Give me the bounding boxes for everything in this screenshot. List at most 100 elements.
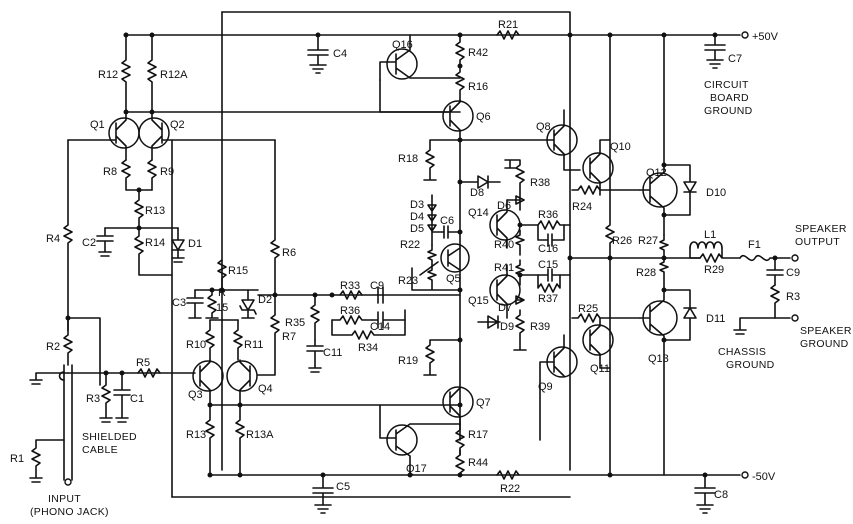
diode-D9: D9 <box>477 315 514 333</box>
svg-text:R39: R39 <box>530 321 550 333</box>
svg-text:R35: R35 <box>285 317 305 329</box>
svg-text:C9: C9 <box>786 267 800 279</box>
diode-D8: D8 <box>459 175 501 199</box>
svg-text:R40: R40 <box>494 239 514 251</box>
svg-text:R3: R3 <box>786 291 800 303</box>
capacitor-C6: C6 <box>431 215 461 239</box>
capacitor-C1: C1 <box>113 372 144 423</box>
svg-text:INPUT: INPUT <box>48 493 81 505</box>
svg-text:D2: D2 <box>258 294 272 306</box>
diode-D7: D7 <box>498 295 525 314</box>
svg-text:C14: C14 <box>370 321 390 333</box>
svg-text:Q2: Q2 <box>170 119 185 131</box>
svg-text:Q16: Q16 <box>392 39 413 51</box>
svg-text:SHIELDED: SHIELDED <box>82 431 137 443</box>
svg-text:C2: C2 <box>82 237 96 249</box>
resistor-R38: R37 <box>537 274 561 305</box>
svg-text:R28: R28 <box>636 267 656 279</box>
svg-text:R22: R22 <box>500 483 520 495</box>
resistor-R17: R15 <box>217 259 248 291</box>
svg-text:15: 15 <box>216 302 228 314</box>
svg-text:R18: R18 <box>398 153 418 165</box>
svg-text:R: R <box>218 287 226 299</box>
svg-text:GROUND: GROUND <box>726 359 775 371</box>
capacitor-C15: C16 <box>537 224 565 255</box>
svg-text:R3: R3 <box>86 393 100 405</box>
input-phono-jack: INPUT (PHONO JACK) <box>30 478 109 518</box>
svg-text:D8: D8 <box>470 187 484 199</box>
svg-text:R8: R8 <box>103 166 117 178</box>
svg-text:R12A: R12A <box>160 69 188 81</box>
resistor-R40: R39 <box>513 309 550 351</box>
svg-text:CHASSIS: CHASSIS <box>718 346 766 358</box>
diode-D1: D1 <box>171 227 202 263</box>
svg-text:R36: R36 <box>538 209 558 221</box>
transistor-Q5: Q5 <box>440 243 470 285</box>
resistor-R36: R36 <box>331 305 373 325</box>
svg-text:F1: F1 <box>748 239 761 251</box>
svg-text:C15: C15 <box>538 259 558 271</box>
svg-text:R42: R42 <box>468 47 488 59</box>
resistor-R22: R21 <box>496 19 520 40</box>
resistor-R23: R22 <box>496 470 520 495</box>
transistor-Q16: Q16 <box>379 34 461 81</box>
capacitor-C16: C15 <box>519 259 571 282</box>
resistor-R27: R25 <box>571 303 641 323</box>
resistor-R21: R19 <box>398 339 461 376</box>
svg-text:OUTPUT: OUTPUT <box>795 236 840 248</box>
svg-text:R1: R1 <box>10 453 24 465</box>
svg-text:C4: C4 <box>333 48 347 60</box>
resistor-R1: R1 <box>10 439 65 483</box>
resistor-R14: R13 <box>134 189 165 229</box>
svg-text:Q6: Q6 <box>476 111 491 123</box>
diodes-D3-D5: D3 D4 D5 <box>410 194 437 246</box>
transistor-Q1: Q1 <box>90 111 140 161</box>
resistor-R44: R44 <box>455 449 488 476</box>
svg-text:R29: R29 <box>704 264 724 276</box>
svg-text:R16: R16 <box>468 81 488 93</box>
svg-text:C5: C5 <box>336 481 350 493</box>
resistor-R13: R13 <box>186 404 215 476</box>
capacitor-C8: C8 <box>694 474 728 514</box>
fuse-F1: F1 <box>739 239 791 262</box>
resistor-R5: R5 <box>136 357 161 378</box>
resistor-R24: R22 <box>400 239 437 266</box>
capacitor-C14: C14 <box>370 311 406 333</box>
resistor-R3: R3 <box>86 372 113 423</box>
svg-text:C16: C16 <box>538 243 558 255</box>
transistor-Q8: Q8 <box>459 109 581 171</box>
transistor-Q11: Q11 <box>582 317 614 375</box>
svg-text:Q9: Q9 <box>538 381 553 393</box>
diode-D11: D11 <box>663 289 725 341</box>
svg-text:C6: C6 <box>440 215 454 227</box>
svg-text:D9: D9 <box>500 321 514 333</box>
wire-r2-r3 <box>67 317 101 386</box>
transistor-Q12: Q12 <box>639 34 678 236</box>
resistor-R8: R8 <box>103 159 153 191</box>
resistor-R13A: R13A <box>235 404 274 476</box>
resistor-R41: R40 <box>494 229 525 256</box>
svg-text:R37: R37 <box>538 293 558 305</box>
svg-text:R12: R12 <box>98 69 118 81</box>
svg-text:R19: R19 <box>398 355 418 367</box>
svg-text:Q15: Q15 <box>468 295 489 307</box>
diode-D10: D10 <box>663 164 726 216</box>
svg-text:D6: D6 <box>497 200 511 212</box>
svg-text:C8: C8 <box>714 489 728 501</box>
svg-text:SPEAKER: SPEAKER <box>800 325 852 337</box>
svg-text:R9: R9 <box>160 166 174 178</box>
svg-text:R7: R7 <box>282 331 296 343</box>
capacitor-C9: C9 <box>766 257 800 286</box>
resistor-R11: R11 <box>233 319 263 361</box>
svg-text:C7: C7 <box>728 53 742 65</box>
resistor-R12: R12 <box>98 34 131 113</box>
resistor-R43: R42 <box>455 34 488 67</box>
resistor-R2: R2 <box>46 317 73 366</box>
resistor-R6: R6 <box>270 139 296 296</box>
svg-text:R4: R4 <box>46 233 60 245</box>
svg-text:R11: R11 <box>244 339 263 351</box>
resistor-R4: R4 <box>46 139 73 331</box>
svg-text:R13A: R13A <box>246 429 274 441</box>
circuit-board-ground-note: CIRCUIT BOARD GROUND <box>704 79 752 117</box>
